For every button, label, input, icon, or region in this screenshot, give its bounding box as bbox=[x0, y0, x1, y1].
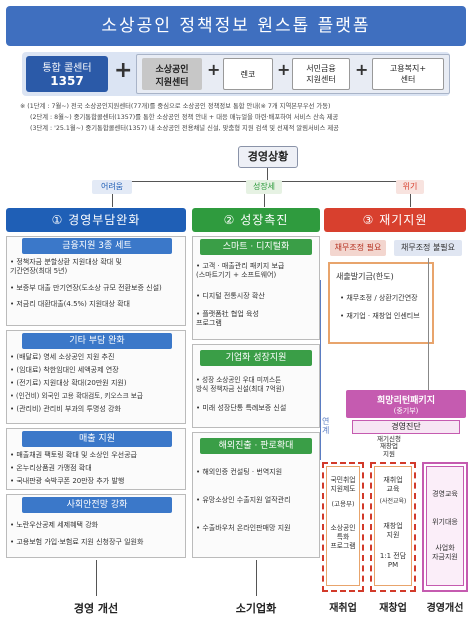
situation-box: 경영상황 bbox=[238, 146, 298, 168]
list-item: • 채무조정 / 상환기간연장 bbox=[340, 294, 418, 302]
list-item: • 고용보험 가입·보험료 지원 신청장구 일원화 bbox=[10, 538, 144, 546]
fresh-start-fund-title: 새출발기금(한도) bbox=[336, 272, 394, 281]
box-b-text: (사전교육) bbox=[379, 498, 407, 505]
list-item: • 수출바우처 온라인판매망 지원 bbox=[196, 524, 291, 532]
reemployment-group bbox=[322, 462, 364, 592]
hotline-box: 통합 콜센터 1357 bbox=[26, 56, 108, 92]
fresh-start-fund-box bbox=[328, 262, 434, 344]
list-item: • 국내판광 숙박쿠폰 20만장 추가 발행 bbox=[10, 477, 125, 485]
connector-line bbox=[112, 181, 113, 207]
page-title: 소상공인 정책정보 원스톱 플랫폼 bbox=[6, 6, 466, 46]
col1-finance-title: 금융지원 3종 세트 bbox=[22, 238, 172, 254]
hotline-label: 통합 콜센터 bbox=[42, 63, 92, 74]
list-item: • (관리비) 관리비 부과의 투명성 강화 bbox=[10, 405, 121, 413]
box-c-text: 사업화 자금지원 bbox=[432, 544, 458, 562]
crisis-package-box bbox=[346, 390, 466, 418]
center-item-employment: 고용복지+ 센터 bbox=[372, 58, 444, 90]
col1-other-title: 기타 부담 완화 bbox=[22, 333, 172, 349]
tag-debt-not-needed: 채무조정 불필요 bbox=[394, 240, 462, 256]
connector-line bbox=[264, 181, 265, 207]
list-item: • (전기료) 지원대상 확대(20만원 지원) bbox=[10, 379, 127, 387]
center-item-lenco: 렌코 bbox=[223, 58, 273, 90]
list-item: • 재기업 · 재창업 인센티브 bbox=[340, 312, 420, 320]
col2-header: ② 성장촉진 bbox=[192, 208, 320, 232]
restart-group bbox=[370, 462, 416, 592]
crisis-package-sub: (중기부) bbox=[393, 407, 419, 415]
box-a-text: (고용부) bbox=[331, 500, 355, 508]
col3-header: ③ 재기지원 bbox=[324, 208, 466, 232]
col2-smart-title: 스마트 · 디지털화 bbox=[200, 239, 312, 255]
plus-sign: + bbox=[355, 60, 369, 79]
col2-export-title: 해외진출 · 판로확대 bbox=[200, 438, 312, 454]
link-label: 연계 bbox=[322, 417, 330, 435]
management-group bbox=[422, 462, 468, 592]
list-item: • 매출채권 팩토링 확대 및 소상인 우선공급 bbox=[10, 451, 137, 459]
restart-support-label: 재기신청 재창업 지원 bbox=[377, 435, 401, 458]
box-c-text: 경영교육 bbox=[432, 490, 458, 498]
list-item: • 미래 성장단통 특례보증 신설 bbox=[196, 404, 287, 412]
col1-sales-title: 매출 지원 bbox=[22, 431, 172, 447]
note-line: (2단계 : 8월~) 중기통합콜센터(1357)를 통한 소상공인 정책 안내… bbox=[30, 114, 339, 121]
col1-safety-title: 사회안전망 강화 bbox=[22, 497, 172, 513]
col1-header: ① 경영부담완화 bbox=[6, 208, 186, 232]
col1-result: 경영 개선 bbox=[73, 602, 119, 615]
center-item-finance: 서민금융 지원센터 bbox=[292, 58, 350, 90]
small-business-center: 소상공인 지원센터 bbox=[142, 58, 202, 90]
tag-difficulty: 어려움 bbox=[92, 180, 132, 194]
box-b-text: 1:1 전담 PM bbox=[379, 552, 407, 570]
box-a-text: 소상공인 특화 프로그램 bbox=[330, 524, 356, 550]
col3-result-restart: 재창업 bbox=[379, 603, 407, 614]
note-line: (3단계 : '25.1월~) 중기통합콜센터(1357) 내 소상공인 전용채… bbox=[30, 125, 339, 132]
list-item: • (인건비) 외국인 고용 확대검토, 키오스크 보급 bbox=[10, 392, 143, 400]
hotline-number: 1357 bbox=[50, 74, 84, 88]
list-item: • 노란우산공제 세제혜택 강화 bbox=[10, 521, 99, 529]
plus-sign: + bbox=[277, 60, 291, 79]
list-item: • 고객 · 매출관리 패키지 보급 (스마트기기 + 소프트웨어) bbox=[196, 262, 285, 280]
list-item: • 플랫폼社 협업 육성 프로그램 bbox=[196, 310, 259, 328]
connector-line bbox=[256, 560, 257, 596]
list-item: • 보증부 대출 만기연장(도소상 규모 전환보증 신설) bbox=[10, 284, 162, 292]
crisis-package-title: 희망리턴패키지 bbox=[377, 396, 435, 406]
list-item: • (임대료) 착한임대인 세액공제 연장 bbox=[10, 366, 119, 374]
tag-debt-needed: 채무조정 필요 bbox=[330, 240, 386, 256]
list-item: • 디지털 전통시장 확산 bbox=[196, 292, 265, 300]
list-item: • 성장 소상공인 우대 미끼스튼 방식 정책자금 신설(최대 7억원) bbox=[196, 376, 285, 393]
connector-line bbox=[428, 258, 429, 390]
connector-line bbox=[410, 181, 411, 207]
plus-sign: + bbox=[114, 58, 133, 83]
box-a bbox=[326, 466, 360, 586]
box-b bbox=[374, 466, 412, 586]
box-b-text: 재창업 지원 bbox=[383, 522, 403, 540]
box-c-text: 위기대응 bbox=[432, 518, 458, 526]
col3-result-reemployment: 재취업 bbox=[329, 603, 357, 614]
list-item: • (배달료) 영세 소상공인 지원 추진 bbox=[10, 353, 115, 361]
box-b-text: 재취업 교육 bbox=[383, 476, 403, 494]
col2-growth-title: 기업화 성장지원 bbox=[200, 350, 312, 366]
list-item: • 온누리상품권 가맹점 확대 bbox=[10, 464, 92, 472]
box-a-text: 국민취업 지원제도 bbox=[330, 476, 356, 493]
connector-line bbox=[320, 280, 321, 460]
tag-growth: 성장세 bbox=[246, 180, 282, 194]
list-item: • 유망소상인 수출지원 얼작관리 bbox=[196, 496, 291, 504]
tag-crisis: 위기 bbox=[396, 180, 424, 194]
note-line: ※ (1단계 : 7월~) 전국 소상공인지원센터(77개)를 중심으로 소상공… bbox=[20, 103, 331, 110]
plus-sign: + bbox=[207, 60, 221, 79]
connector-line bbox=[267, 168, 268, 182]
box-c bbox=[426, 466, 464, 586]
diagnosis-box: 경영진단 bbox=[352, 420, 460, 434]
list-item: • 정책자금 분할상환 지원대상 확대 및 기간연장(최대 5년) bbox=[10, 258, 122, 276]
connector-line bbox=[96, 560, 97, 596]
col3-result-management: 경영개선 bbox=[426, 603, 464, 614]
list-item: • 저금리 대환대출(4.5%) 지원대상 확대 bbox=[10, 300, 130, 308]
col2-result: 소기업화 bbox=[235, 602, 277, 615]
list-item: • 해외인증 컨설팅 · 번역지원 bbox=[196, 468, 283, 476]
